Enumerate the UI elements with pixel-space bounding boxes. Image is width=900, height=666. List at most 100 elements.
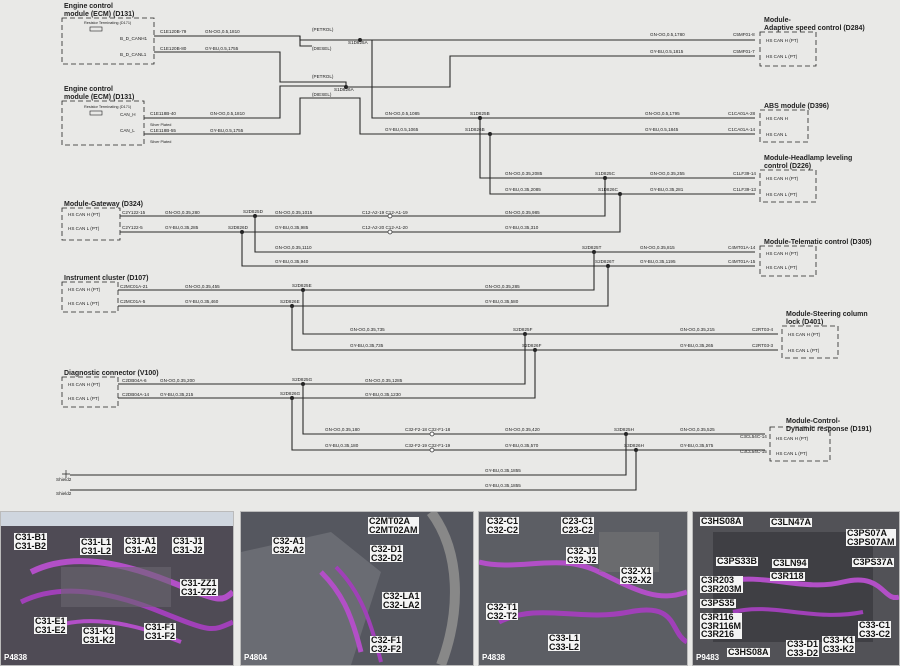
wire-line (489, 134, 620, 195)
telematic-pin-l: HS CAN L (PT) (766, 265, 798, 270)
label-c3r118: C3R118 (770, 571, 805, 581)
dynamic-wire-h: GN-OG,0.35,525 (680, 427, 715, 432)
splice-s26t: S2D826T (595, 259, 615, 264)
wire-w2: GY-BU,0.5,1065 (385, 127, 419, 132)
resistor-icon (89, 26, 103, 32)
asc-pin-l: HS CAN L (PT) (766, 54, 798, 59)
cluster-wire-l: GY-BU,0.35,460 (185, 299, 219, 304)
wire-line (479, 118, 605, 179)
ecm1-wire-h-line (154, 35, 360, 41)
gateway-conn-h: C2Y122-15 (122, 210, 146, 215)
wire-line (292, 266, 609, 307)
asc-box (759, 31, 817, 67)
resistor-icon (89, 110, 103, 116)
wire-w11: GN-OG,0.35,285 (485, 284, 520, 289)
cluster-title: Instrument cluster (D107) (64, 275, 148, 282)
wire-w20: GY-BU,0.35,570 (505, 443, 539, 448)
abs-wire-h: GN-OG,0.5,1795 (645, 111, 680, 116)
splice-s26b: S1D826B (465, 127, 485, 132)
asc-pin-h: HS CAN H (PT) (766, 38, 799, 43)
dynamic-pin-h: HS CAN H (PT) (776, 436, 809, 441)
ecm1-wire-h: GN-OG,0.5,1810 (205, 29, 240, 34)
diag-wire-l: GY-BU,0.35,215 (160, 392, 194, 397)
ecm1-box (61, 17, 155, 65)
ecm1-title: Engine control (64, 3, 113, 10)
wire-line (303, 334, 526, 385)
ecm2-pin-h: CAN_H (120, 112, 136, 117)
ecm2-wire-l: GY-BU,0.5,1755 (210, 128, 244, 133)
splice-s25b: S1D825B (470, 111, 490, 116)
steering-wire-l: GY-BU,0.35,265 (680, 343, 714, 348)
ecm2-box (61, 100, 145, 146)
diag-wire-h: GN-OG,0.35,200 (160, 378, 195, 383)
gateway-title: Module-Gateway (D324) (64, 201, 143, 208)
telematic-conn-l: C4MT01A-15 (728, 259, 756, 264)
wire-w22: GY-BU,0.35,1855 (485, 483, 521, 488)
headlamp-wire-h: GN-OG,0.35,255 (650, 171, 685, 176)
splice-s26g: S2D826G (280, 391, 301, 396)
wire-line (291, 306, 535, 351)
telematic-module: Module-Telematic control (D305) C4MT01A-… (728, 239, 872, 277)
ground-icon (62, 470, 70, 478)
ecm2-wire-h-line (144, 85, 346, 119)
steering-box (781, 325, 839, 359)
gateway-module: Module-Gateway (D324) HS CAN H (PT) HS C… (61, 201, 200, 241)
wire-w10: GY-BU,0.35,940 (275, 259, 309, 264)
diag-conn-l: C2DB04A-14 (122, 392, 150, 397)
dynamic-title2: Dynamic response (D191) (786, 426, 872, 433)
diag-pin-l: HS CAN L (PT) (68, 396, 100, 401)
shield-1: Shield2 (56, 477, 72, 482)
headlamp-wire-l: GY-BU,0.35,281 (650, 187, 684, 192)
gateway-conn-l: C2Y122-5 (122, 225, 143, 230)
ecm1-pin-l: B_D_CANL1 (120, 52, 147, 57)
splice-s25t: S2D825T (582, 245, 602, 250)
wire-line (302, 384, 626, 435)
wiring-diagram: Engine control module (ECM) (D131) Resis… (56, 3, 872, 496)
wire-w19: GN-OG,0.35,420 (505, 427, 540, 432)
asc-conn-h: C5MF01-8 (733, 32, 755, 37)
ecm1-conn-l: C1E120B-80 (160, 46, 187, 51)
cluster-box (61, 281, 119, 313)
splice-s26h: S3D826H (624, 443, 644, 448)
abs-wire-l: GY-BU,0.5,1845 (645, 127, 679, 132)
label-c3hs08a-top: C3HS08A (700, 516, 743, 526)
splice-s25g: S2D825G (292, 377, 313, 382)
photo-panel-3 (478, 511, 688, 666)
wire-w9: GN-OG,0.35,1110 (275, 245, 312, 250)
inline-c32-1: C32-F2-18 C32-F1-18 (405, 427, 451, 432)
cluster-module: Instrument cluster (D107) HS CAN H (PT) … (61, 275, 220, 313)
ecm2-pin-l: CAN_L (120, 128, 135, 133)
splice-s26d: S2D826D (228, 225, 249, 230)
wire-line (291, 398, 636, 451)
ecm-module-1: Engine control module (ECM) (D131) Resis… (61, 3, 240, 65)
headlamp-module: Module-Headlamp leveling control (D226) … (733, 155, 852, 203)
headlamp-box (759, 169, 817, 203)
wire-line (254, 216, 594, 253)
cluster-pin-h: HS CAN H (PT) (68, 287, 101, 292)
dynamic-conn-h: C3CL54C-14 (740, 434, 767, 439)
steering-pin-l: HS CAN L (PT) (788, 348, 820, 353)
photo-panel-2 (240, 511, 474, 666)
ecm2-wire-l-line (144, 97, 346, 135)
asc-wire-l: GY-BU,0.5,1815 (650, 49, 684, 54)
asc-module: Module- Adaptive speed control (D284) C5… (733, 17, 865, 67)
ecm1-pin-h: B_D_CANH1 (120, 36, 148, 41)
inline-connector (429, 431, 435, 437)
ecm1-conn-h: C1E120B-79 (160, 29, 187, 34)
wire-line (242, 194, 621, 233)
shield-2: Shield2 (56, 491, 72, 496)
